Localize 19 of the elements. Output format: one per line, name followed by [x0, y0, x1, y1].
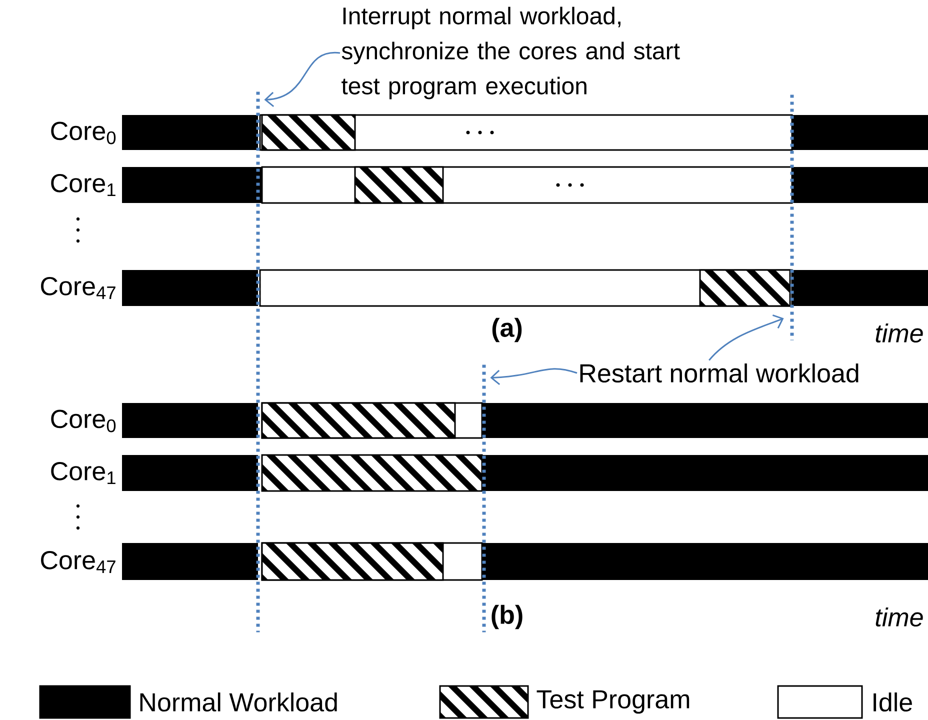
axis-label: time [876, 323, 923, 343]
core-label: Core$_{1}$ [51, 462, 116, 484]
dotted-time-line [256, 92, 260, 632]
dotted-time-line [482, 364, 486, 632]
core-label: Core$_{0}$ [51, 122, 116, 144]
core-label: Core$_{0}$ [51, 410, 116, 432]
callout-text: Restart normal workload [580, 363, 858, 383]
callout-text: Interrupt normal workload, synchronize the cores and start test program execution [342, 6, 680, 100]
panel-label: (a) [492, 318, 522, 342]
legend-label: Test Program [536, 690, 690, 714]
leader-arrow [708, 314, 784, 361]
core-label: Core$_{1}$ [51, 174, 116, 196]
core-label: Core$_{47}$ [41, 276, 116, 300]
core-label: Core$_{47}$ [41, 550, 116, 574]
legend-label: Idle [874, 692, 912, 712]
leader-arrow [264, 52, 340, 108]
leader-arrow [490, 368, 578, 386]
legend-label: Normal Workload [140, 692, 337, 712]
axis-label: time [876, 607, 923, 627]
